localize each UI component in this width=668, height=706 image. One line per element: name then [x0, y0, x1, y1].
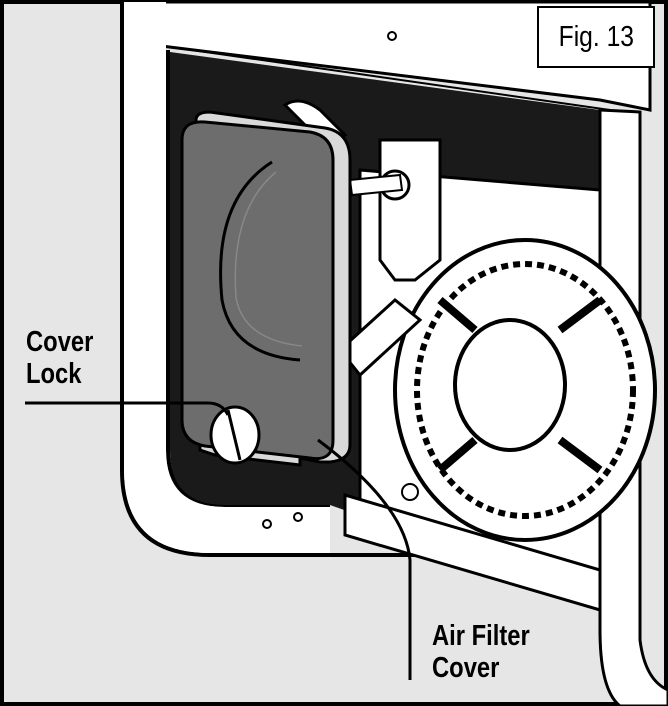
top-panel-edge [149, 43, 611, 111]
frame-tube-outer [120, 2, 420, 557]
cover-lock-leader [25, 401, 230, 416]
cover-contour [219, 160, 301, 362]
cover-contour-inner [234, 171, 303, 347]
air-filter-cover-label-line2: Cover [432, 652, 500, 684]
carburetor [378, 138, 442, 282]
air-filter-cover-leader [317, 438, 412, 680]
figure-number: Fig. 13 [558, 20, 634, 53]
recoil-starter-ring [414, 261, 636, 519]
panel-screw [387, 31, 397, 41]
pull-handle [337, 298, 423, 378]
base-bolt [401, 483, 419, 501]
figure-number-box: Fig. 13 [537, 6, 655, 68]
recoil-starter-hub [453, 318, 567, 452]
cover-lock-label-line2: Lock [26, 358, 82, 390]
recoil-starter-spoke [437, 296, 603, 474]
air-filter-cover-callout: Air Filter Cover [432, 620, 530, 684]
frame-tube-fill [124, 2, 330, 553]
base-rail [343, 492, 602, 613]
cover-lock-callout: Cover Lock [26, 326, 93, 390]
rail-hole-2 [293, 512, 303, 522]
cover-lock-label-line1: Cover [26, 326, 94, 358]
cover-lock-slot [226, 409, 242, 461]
air-filter-cover [180, 120, 335, 461]
air-filter-cover-label-line1: Air Filter [432, 620, 530, 652]
rail-hole-1 [262, 519, 272, 529]
